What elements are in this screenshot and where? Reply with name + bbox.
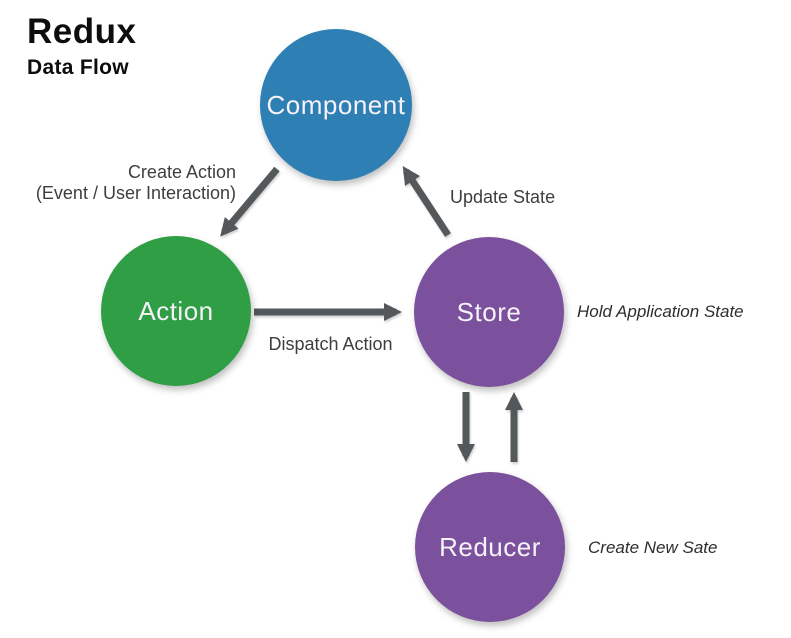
update-state-arrow (402, 165, 451, 237)
reducer-node-label: Reducer (439, 531, 541, 562)
action-node-label: Action (138, 295, 214, 326)
diagram-subtitle: Data Flow (27, 56, 129, 79)
diagram-title: Redux (27, 12, 137, 51)
create-action-label-line1: Create Action (127, 162, 236, 182)
dispatch-action-label: Dispatch Action (268, 334, 393, 354)
store-annotation: Hold Application State (577, 302, 744, 321)
action-node: Action (101, 236, 251, 386)
store-node-label: Store (456, 296, 522, 327)
update-state-label: Update State (450, 187, 556, 207)
reducer-annotation: Create New Sate (588, 538, 718, 557)
store-node: Store (414, 237, 564, 387)
component-node-label: Component (266, 89, 406, 120)
create-action-label: Create Action (Event / User Interaction) (36, 162, 236, 204)
reducer-node: Reducer (415, 472, 565, 622)
component-node: Component (260, 29, 412, 181)
create-action-label-line2: (Event / User Interaction) (35, 183, 236, 203)
